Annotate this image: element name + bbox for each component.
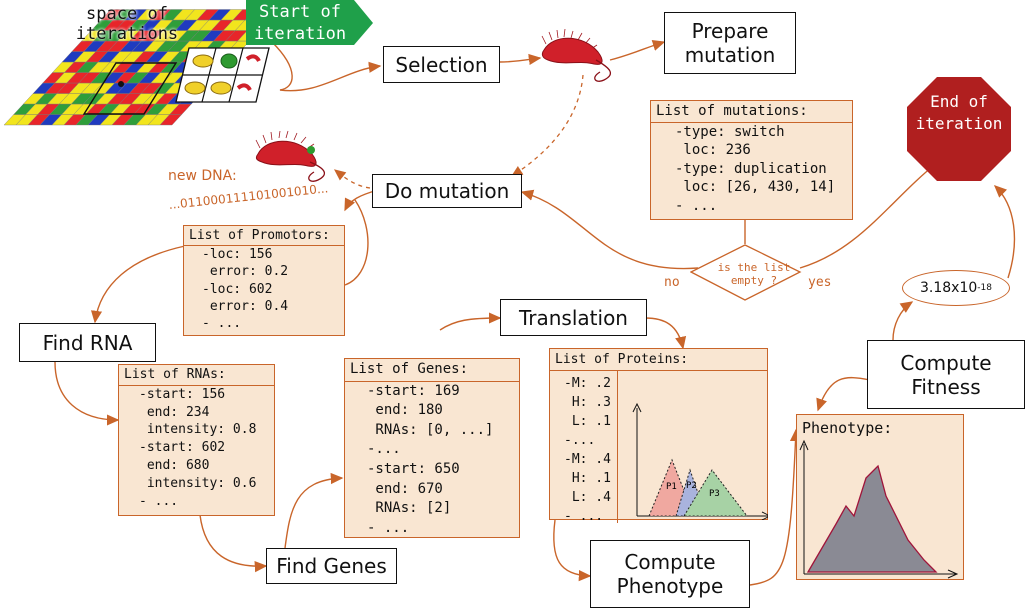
mutations-list: List of mutations: -type: switch loc: 23… — [650, 100, 853, 220]
list-item: loc: 236 — [675, 142, 751, 159]
protein-peaks-plot: P1 P2 P3 — [632, 402, 768, 520]
iterations-grid — [3, 9, 280, 126]
list-item: end: 680 — [139, 457, 210, 473]
list-item: error: 0.2 — [202, 264, 289, 280]
list-item: - ... — [139, 493, 179, 509]
decision-no-label: no — [664, 275, 680, 290]
prepare-mutation-step: Prepare mutation — [664, 12, 796, 74]
decision-diamond — [690, 244, 802, 301]
phenotype-curve — [806, 464, 938, 573]
list-item: error: 0.4 — [202, 298, 289, 314]
list-item: -start: 169 — [367, 382, 460, 399]
list-item: - ... — [367, 519, 410, 536]
list-item: -type: switch — [675, 123, 785, 140]
list-item: -... — [367, 441, 401, 458]
list-item: L: .1 — [564, 414, 611, 429]
genes-list-title: List of Genes: — [345, 359, 519, 382]
peak-label: P1 — [666, 482, 677, 492]
list-item: H: .1 — [564, 471, 611, 486]
compute-phenotype-step: Compute Phenotype — [590, 540, 750, 608]
list-item: -type: duplication — [675, 160, 827, 177]
list-item: intensity: 0.6 — [139, 475, 257, 491]
end-of-iteration-label: End of iteration — [915, 92, 1003, 133]
list-item: end: 180 — [367, 402, 443, 419]
peak-label: P3 — [709, 489, 720, 499]
fitness-value: 3.18x10-18 — [902, 270, 1010, 306]
decision-question: is the list empty ? — [717, 261, 791, 287]
end-marker — [907, 77, 1011, 181]
selection-window — [82, 62, 178, 115]
list-item: -start: 156 — [139, 386, 226, 402]
mutated-organism-icon — [255, 130, 326, 182]
fitness-base: 3.18x10 — [920, 280, 978, 296]
list-item: -loc: 602 — [202, 281, 273, 297]
selected-individual — [118, 81, 124, 87]
protein-peak — [683, 469, 749, 517]
proteins-list: List of Proteins: -M: .2 H: .3 L: .1 -..… — [549, 348, 768, 524]
start-of-iteration-label: Start of iteration — [253, 2, 347, 44]
list-item: intensity: 0.8 — [139, 422, 257, 438]
phenotype-title: Phenotype: — [802, 419, 893, 437]
new-dna-label: new DNA: — [168, 168, 237, 184]
list-item: -... — [564, 433, 596, 448]
list-item: H: .3 — [564, 395, 611, 410]
list-item: -M: .2 — [564, 376, 611, 391]
list-item: end: 234 — [139, 404, 210, 420]
rnas-list: List of RNAs: -start: 156 end: 234 inten… — [118, 364, 275, 516]
list-item: RNAs: [2] — [367, 500, 452, 517]
genes-list: List of Genes: -start: 169 end: 180 RNAs… — [344, 358, 520, 538]
proteins-list-title: List of Proteins: — [550, 349, 767, 371]
promotors-list: List of Promotors: -loc: 156 error: 0.2 … — [183, 225, 345, 336]
do-mutation-step: Do mutation — [372, 174, 522, 208]
list-item: - ... — [564, 509, 604, 524]
selection-slots — [175, 47, 270, 103]
list-item: -start: 650 — [367, 460, 460, 477]
grid-title: space of iterations — [75, 4, 179, 45]
list-item: end: 670 — [367, 480, 443, 497]
fitness-exponent: -18 — [977, 283, 992, 293]
compute-fitness-step: Compute Fitness — [867, 340, 1025, 409]
list-item: -loc: 156 — [202, 247, 273, 263]
rnas-list-title: List of RNAs: — [119, 365, 274, 386]
list-item: RNAs: [0, ...] — [367, 421, 494, 438]
find-genes-step: Find Genes — [266, 548, 397, 584]
translation-step: Translation — [500, 299, 647, 336]
mutations-list-title: List of mutations: — [651, 101, 852, 123]
list-item: - ... — [675, 197, 718, 214]
phenotype-plot — [799, 439, 959, 579]
start-marker — [246, 0, 373, 45]
decision-yes-label: yes — [808, 275, 832, 290]
list-item: loc: [26, 430, 14] — [675, 179, 836, 196]
promotors-list-title: List of Promotors: — [184, 226, 344, 247]
list-item: -M: .4 — [564, 452, 611, 467]
find-rna-step: Find RNA — [19, 323, 156, 362]
peak-label: P2 — [686, 481, 697, 491]
organism-icon — [541, 28, 612, 82]
selection-step: Selection — [383, 46, 500, 83]
list-item: L: .4 — [564, 490, 611, 505]
list-item: - ... — [202, 316, 242, 332]
list-item: -start: 602 — [139, 440, 226, 456]
